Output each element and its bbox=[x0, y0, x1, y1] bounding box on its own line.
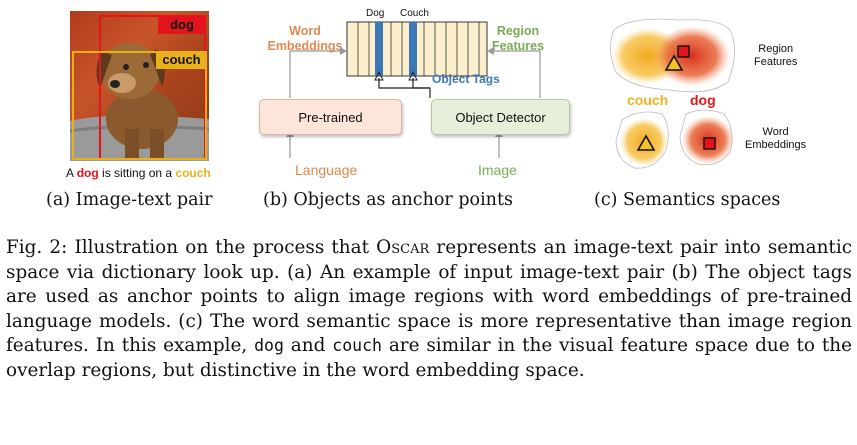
caption-prefix: Fig. 2: Illustration on the process that bbox=[6, 237, 377, 258]
image-label: Image bbox=[478, 162, 517, 178]
region-features-line2: Features bbox=[491, 39, 545, 53]
couch-triangle-marker-word bbox=[636, 134, 656, 151]
region-features-line1: Region bbox=[496, 24, 540, 38]
couch-bounding-box bbox=[72, 51, 207, 160]
caption-dog: dog bbox=[254, 336, 284, 355]
subcaption-b: (b) Objects as anchor points bbox=[263, 190, 513, 210]
couch-word-label: couch bbox=[627, 92, 669, 108]
word-embeddings-line2: Embeddings bbox=[267, 39, 343, 53]
pretrained-label: Pre-trained bbox=[298, 109, 363, 125]
word-embeddings-line1: Word bbox=[289, 24, 321, 38]
sentence-dog: dog bbox=[76, 166, 99, 180]
language-label: Language bbox=[295, 162, 358, 178]
image-sentence: A dog is sitting on a couch bbox=[66, 166, 211, 180]
sentence-middle: is sitting on a bbox=[98, 166, 176, 180]
word-embeddings-label-c: Word Embeddings bbox=[745, 126, 806, 152]
couch-triangle-marker bbox=[664, 54, 684, 71]
region-features-c-line1: Region bbox=[758, 43, 794, 55]
caption-part2: are similar in the visual feature space … bbox=[6, 335, 852, 381]
figure-caption: Fig. 2: Illustration on the process that… bbox=[6, 236, 852, 383]
pretrained-box: Pre-trained bbox=[259, 99, 402, 135]
couch-tag: couch bbox=[156, 51, 207, 69]
dog-word-label: dog bbox=[690, 92, 716, 108]
subcaption-c: (c) Semantics spaces bbox=[594, 190, 781, 210]
caption-and: and bbox=[283, 335, 333, 356]
sentence-couch: couch bbox=[175, 166, 211, 180]
region-features-label: Region Features bbox=[488, 24, 548, 54]
embedding-strip bbox=[346, 21, 488, 77]
object-detector-label: Object Detector bbox=[455, 109, 546, 125]
anchor-diagram bbox=[286, 21, 541, 158]
semantic-space-plot bbox=[610, 18, 735, 169]
word-embeddings-label: Word Embeddings bbox=[265, 24, 345, 54]
object-detector-box: Object Detector bbox=[431, 99, 570, 135]
word-embeddings-c-line2: Embeddings bbox=[745, 139, 807, 151]
sentence-prefix: A bbox=[66, 166, 77, 180]
caption-part1: represents an image-text pair into seman… bbox=[6, 237, 852, 356]
region-feature-cluster bbox=[610, 18, 735, 93]
object-tags-label: Object Tags bbox=[432, 72, 500, 86]
token-couch-label: Couch bbox=[400, 8, 429, 19]
caption-couch: couch bbox=[332, 336, 382, 355]
word-embedding-clusters bbox=[615, 109, 734, 169]
dog-square-marker-word bbox=[703, 137, 716, 150]
caption-oscar: Oscar bbox=[376, 237, 430, 258]
region-features-c-line2: Features bbox=[754, 56, 798, 68]
dog-photo: dog couch bbox=[70, 11, 209, 161]
token-dog-label: Dog bbox=[366, 8, 385, 19]
dog-tag: dog bbox=[158, 16, 206, 34]
region-features-label-c: Region Features bbox=[754, 43, 797, 69]
dog-square-marker bbox=[677, 45, 690, 58]
word-embeddings-c-line1: Word bbox=[762, 126, 789, 138]
subcaption-a: (a) Image-text pair bbox=[46, 190, 213, 210]
